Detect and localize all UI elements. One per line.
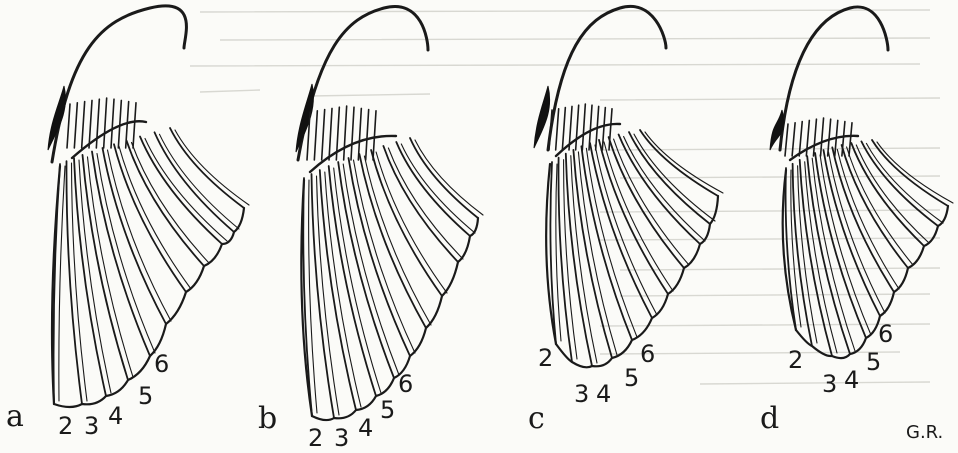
feather-number: 6 xyxy=(640,342,655,366)
covert-hatch xyxy=(111,99,114,148)
feather-number: 2 xyxy=(308,426,323,450)
covert-hatch xyxy=(792,123,795,156)
feather-number: 2 xyxy=(58,414,73,438)
wing-shaft xyxy=(298,6,428,160)
feather-vane xyxy=(175,130,249,205)
feather-number: 4 xyxy=(844,368,859,392)
panel-label-b: b xyxy=(258,404,277,434)
feather-vane xyxy=(401,144,475,233)
feather-shaft xyxy=(92,152,150,357)
feather-number: 3 xyxy=(574,382,589,406)
panel-label-d: d xyxy=(760,404,779,434)
trailing-edge xyxy=(796,206,948,358)
feather-number: 6 xyxy=(398,372,413,396)
feather-number: 3 xyxy=(822,372,837,396)
wing-shaft xyxy=(548,6,666,150)
wing-c xyxy=(534,6,723,367)
feather-number: 6 xyxy=(154,352,169,376)
feather-vane xyxy=(820,155,871,335)
panel-label-c: c xyxy=(528,404,545,434)
feather-vane xyxy=(88,157,134,377)
feather-number: 3 xyxy=(84,414,99,438)
feather-vane xyxy=(376,152,447,293)
covert-hatch xyxy=(828,119,831,156)
feather-vane xyxy=(877,142,953,203)
feather-vane xyxy=(364,156,431,325)
covert-hatch xyxy=(785,124,788,156)
alula-quill xyxy=(296,84,313,152)
covert-hatch xyxy=(329,108,332,160)
wing-d xyxy=(770,7,953,358)
covert-hatch xyxy=(322,110,325,160)
feather-number: 2 xyxy=(538,346,553,370)
covert-hatch xyxy=(556,109,559,150)
panel-label-a: a xyxy=(6,402,24,432)
covert-hatch xyxy=(133,103,136,148)
covert-hatch xyxy=(67,104,70,148)
covert-hatch xyxy=(576,105,579,150)
feather-number: 5 xyxy=(624,366,639,390)
feather-shaft xyxy=(349,158,411,356)
covert-hatch xyxy=(358,108,361,160)
feather-number: 2 xyxy=(788,348,803,372)
covert-hatch xyxy=(813,119,816,156)
trailing-edge xyxy=(556,196,718,367)
feather-number: 5 xyxy=(380,398,395,422)
covert-hatch xyxy=(366,110,369,160)
covert-hatch xyxy=(104,98,107,148)
artist-signature: G.R. xyxy=(906,424,943,442)
wing-shaft xyxy=(780,7,888,150)
covert-hatch xyxy=(344,106,347,160)
covert-hatch xyxy=(849,123,852,156)
feather-shaft xyxy=(66,161,82,404)
covert-hatch xyxy=(582,104,585,150)
feather-number: 5 xyxy=(866,350,881,374)
covert-hatch xyxy=(562,108,565,150)
feather-number: 3 xyxy=(334,426,349,450)
feather-number: 4 xyxy=(108,404,123,428)
covert-hatch xyxy=(373,111,376,160)
feather-number: 6 xyxy=(878,322,893,346)
feather-number: 4 xyxy=(596,382,611,406)
wing-b xyxy=(296,6,483,420)
covert-hatch xyxy=(314,111,317,160)
feather-number: 5 xyxy=(138,384,153,408)
feather-number: 4 xyxy=(358,416,373,440)
feather-vane xyxy=(325,172,361,407)
wing-a xyxy=(48,6,249,407)
feather-vane xyxy=(343,164,399,375)
feather-vane xyxy=(645,132,723,193)
alula-quill xyxy=(534,86,550,148)
covert-hatch xyxy=(96,99,99,148)
feather-vane xyxy=(415,140,483,215)
feather-vane xyxy=(564,160,577,359)
feather-vane xyxy=(866,143,943,223)
covert-hatch xyxy=(82,102,85,148)
covert-hatch xyxy=(74,103,77,148)
feather-vane xyxy=(59,166,65,401)
covert-hatch xyxy=(806,120,809,156)
covert-hatch xyxy=(351,107,354,160)
